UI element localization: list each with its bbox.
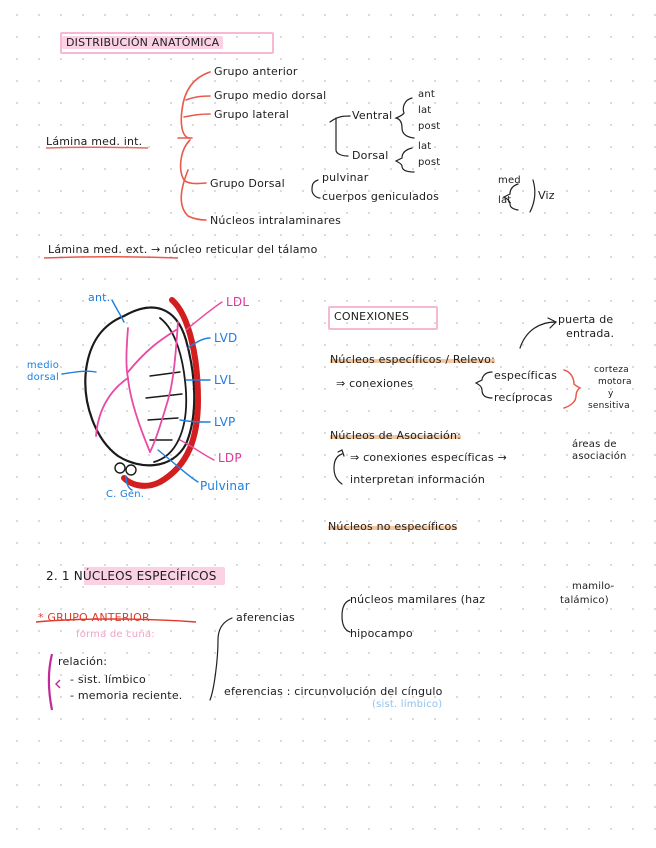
dorsal-label: Dorsal bbox=[352, 149, 389, 162]
puerta-line1: puerta de bbox=[558, 313, 614, 326]
relacion-label: relación: bbox=[58, 655, 108, 668]
label-lvd: LVD bbox=[214, 331, 238, 345]
pulvinar-label: pulvinar bbox=[322, 171, 369, 184]
especificas-label: específicas bbox=[494, 369, 558, 382]
group-intralaminar: Núcleos intralaminares bbox=[210, 214, 342, 227]
no-especificos-heading: Núcleos no específicos bbox=[328, 520, 458, 533]
hipocampo-label: hipocampo bbox=[350, 627, 413, 640]
rel-limbico: - sist. límbico bbox=[70, 673, 146, 686]
label-pulvinar: Pulvinar bbox=[200, 479, 250, 493]
group-dorsal: Grupo Dorsal bbox=[210, 177, 285, 190]
dorsal-lat: lat bbox=[418, 141, 432, 152]
root-label: Lámina med. int. bbox=[46, 135, 143, 148]
label-lvp: LVP bbox=[214, 415, 236, 429]
rel-memoria: - memoria reciente. bbox=[70, 689, 183, 702]
mamilo-2: talámico) bbox=[560, 595, 609, 606]
conexiones-title: CONEXIONES bbox=[334, 310, 410, 323]
areas-line1: áreas de bbox=[572, 439, 617, 450]
section-title: DISTRIBUCIÓN ANATÓMICA bbox=[62, 36, 224, 49]
label-ant: ant. bbox=[88, 291, 111, 304]
puerta-line2: entrada. bbox=[566, 327, 615, 340]
areas-line2: asociación bbox=[572, 451, 627, 462]
corteza-4: sensitiva bbox=[588, 401, 630, 411]
group-anterior: Grupo anterior bbox=[214, 65, 298, 78]
ext-line: Lámina med. ext. → núcleo reticular del … bbox=[48, 243, 318, 256]
ventral-ant: ant bbox=[418, 89, 435, 100]
gen-note: Viz bbox=[538, 189, 555, 202]
forma-cuna: forma de cuña: bbox=[76, 629, 155, 640]
interpretan-label: interpretan información bbox=[350, 473, 486, 486]
corteza-3: y bbox=[608, 389, 614, 399]
conexiones-especificas: ⇒ conexiones específicas → bbox=[350, 451, 508, 464]
corteza-1: corteza bbox=[594, 365, 629, 375]
conexiones-box bbox=[328, 306, 438, 330]
group-medio-dorsal: Grupo medio dorsal bbox=[214, 89, 327, 102]
mamilo-1: mamilo- bbox=[572, 581, 615, 592]
especificos-heading: Núcleos específicos / Relevo: bbox=[330, 353, 496, 366]
label-ldp: LDP bbox=[218, 451, 242, 465]
label-lvl: LVL bbox=[214, 373, 235, 387]
ventral-label: Ventral bbox=[352, 109, 393, 122]
grupo-anterior: * GRUPO ANTERIOR bbox=[38, 611, 150, 624]
geniculados-label: cuerpos geniculados bbox=[322, 190, 440, 203]
label-ldl: LDL bbox=[226, 295, 250, 309]
reciprocas-label: recíprocas bbox=[494, 391, 553, 404]
section2-title-number: 2. 1 NÚCLEOS ESPECÍFICOS bbox=[44, 567, 225, 585]
title-box bbox=[60, 32, 274, 54]
eferencias-line: eferencias : circunvolución del cíngulo bbox=[224, 685, 443, 698]
sist-limbico-note: (sist. límbico) bbox=[372, 699, 443, 710]
corteza-2: motora bbox=[598, 377, 632, 387]
asociacion-heading: Núcleos de Asociación: bbox=[330, 429, 462, 442]
bracket-curve-top bbox=[180, 71, 211, 139]
ventral-lat: lat bbox=[418, 105, 432, 116]
gen-med: med bbox=[498, 175, 521, 186]
mamilares-label: núcleos mamilares (haz bbox=[350, 593, 486, 606]
label-cgen: C. Gen. bbox=[106, 489, 145, 500]
gen-lat: lat bbox=[498, 195, 512, 206]
dorsal-post: post bbox=[418, 157, 441, 168]
group-lateral: Grupo lateral bbox=[214, 108, 290, 121]
section2-title: 2. 1 NÚCLEOS ESPECÍFICOS bbox=[44, 567, 225, 585]
label-medio-dorsal: medio dorsal bbox=[26, 360, 60, 383]
arrow-conexiones: ⇒ conexiones bbox=[336, 377, 414, 390]
aferencias-label: aferencias bbox=[236, 611, 295, 624]
ventral-post: post bbox=[418, 121, 441, 132]
